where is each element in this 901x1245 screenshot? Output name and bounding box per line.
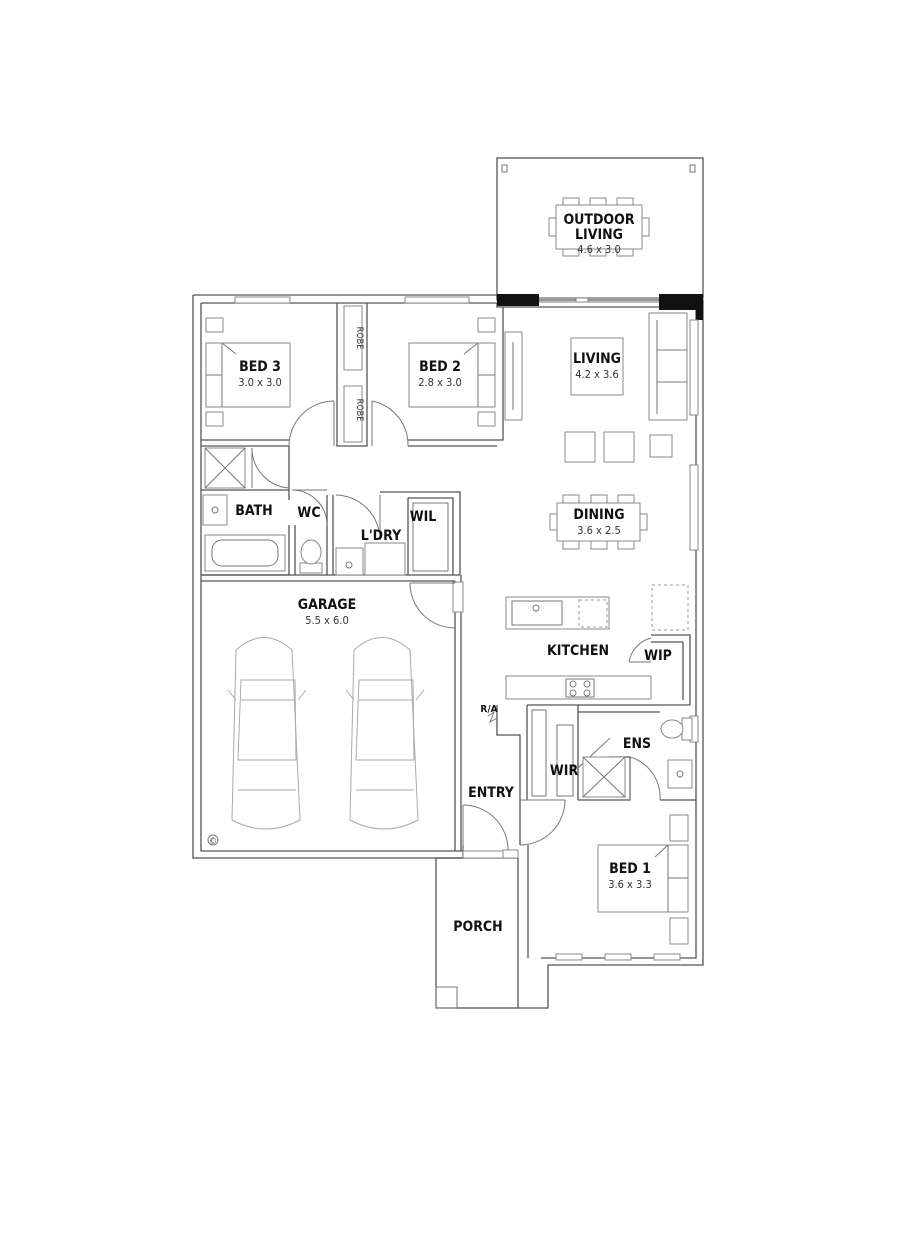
wil-title: WIL bbox=[410, 509, 437, 525]
copyright-icon bbox=[207, 834, 219, 846]
copyright-label: © bbox=[209, 837, 217, 847]
outdoor-living-dim: 4.6 x 3.0 bbox=[577, 243, 621, 256]
porch-title: PORCH bbox=[453, 919, 502, 935]
bed2-dim: 2.8 x 3.0 bbox=[418, 376, 462, 389]
garage-cars bbox=[227, 637, 425, 830]
ra-label: R/A bbox=[480, 704, 497, 715]
entry-title: ENTRY bbox=[468, 785, 515, 801]
bed3-title: BED 3 bbox=[239, 359, 281, 375]
robe-label-2: ROBE bbox=[354, 399, 364, 422]
windows bbox=[234, 296, 699, 961]
outdoor-living-title-2: LIVING bbox=[575, 227, 623, 243]
living-title: LIVING bbox=[573, 351, 621, 367]
door-swings bbox=[251, 400, 661, 851]
bed2-title: BED 2 bbox=[419, 359, 461, 375]
bed1-dim: 3.6 x 3.3 bbox=[608, 878, 652, 891]
bath-title: BATH bbox=[235, 503, 272, 519]
internal-walls bbox=[201, 303, 696, 958]
car-left bbox=[227, 637, 307, 830]
ldry-title: L'DRY bbox=[361, 528, 402, 544]
bed1-title: BED 1 bbox=[609, 861, 651, 877]
wip-title: WIP bbox=[644, 648, 672, 664]
robe-label-1: ROBE bbox=[354, 327, 364, 350]
garage-dim: 5.5 x 6.0 bbox=[305, 614, 349, 627]
ens-title: ENS bbox=[623, 736, 651, 752]
wc-title: WC bbox=[297, 505, 320, 521]
outdoor-living-title-1: OUTDOOR bbox=[563, 212, 634, 228]
room-labels: OUTDOOR LIVING 4.6 x 3.0 BED 3 3.0 x 3.0… bbox=[209, 212, 672, 935]
dining-dim: 3.6 x 2.5 bbox=[577, 524, 621, 537]
car-right bbox=[345, 637, 425, 830]
bed3-dim: 3.0 x 3.0 bbox=[238, 376, 282, 389]
wir-title: WIR bbox=[550, 763, 579, 779]
furniture bbox=[202, 197, 693, 945]
garage-title: GARAGE bbox=[298, 597, 356, 613]
kitchen-title: KITCHEN bbox=[547, 643, 609, 659]
ra-symbol bbox=[487, 710, 498, 724]
dining-title: DINING bbox=[573, 507, 624, 523]
living-dim: 4.2 x 3.6 bbox=[575, 368, 619, 381]
